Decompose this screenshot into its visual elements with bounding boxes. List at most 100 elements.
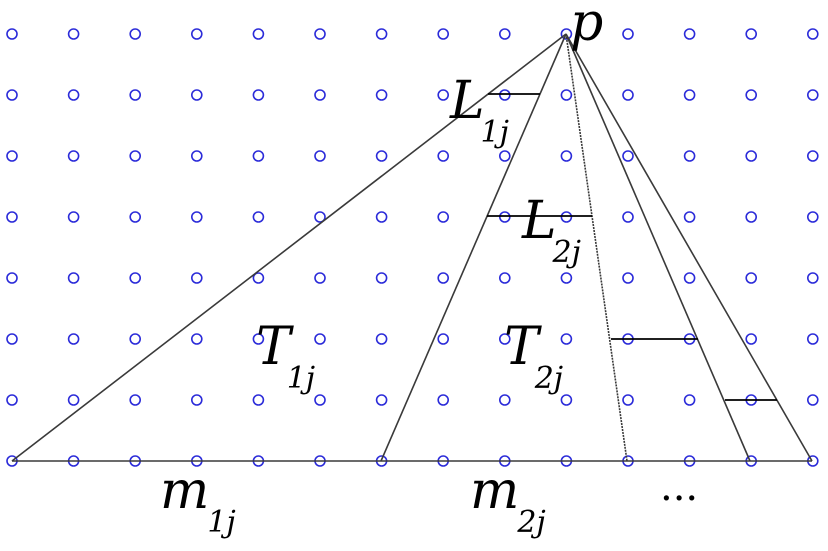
lattice-point — [806, 150, 819, 162]
lattice-point — [191, 150, 203, 162]
lattice-point — [622, 28, 634, 40]
lattice-point — [622, 89, 634, 101]
lattice-point — [6, 211, 18, 223]
lattice-point — [129, 150, 141, 162]
lattice-point — [437, 272, 450, 284]
lattice-point — [683, 211, 696, 223]
label-m2-main: m — [470, 461, 519, 521]
lattice-point — [252, 150, 265, 162]
lattice-point — [191, 211, 203, 223]
lattice-point — [560, 150, 573, 162]
lattice-point — [67, 394, 80, 406]
lattice-point — [806, 394, 819, 406]
lattice-point — [129, 211, 141, 223]
lattice-point — [314, 28, 326, 40]
lattice-point — [129, 272, 141, 284]
lattice-point — [498, 89, 511, 101]
apex-label-p: p — [570, 0, 603, 53]
lattice-point — [498, 211, 511, 223]
lattice-point — [745, 272, 758, 284]
lattice-point — [683, 150, 696, 162]
lattice-point — [498, 333, 511, 345]
edge-to-m1-end — [380, 33, 567, 462]
lattice-point — [6, 272, 18, 284]
lattice-point — [498, 28, 511, 40]
lattice-point — [191, 394, 203, 406]
lattice-point — [6, 150, 18, 162]
lattice-point — [745, 150, 758, 162]
lattice-point — [67, 28, 80, 40]
lattice-point — [806, 211, 819, 223]
lattice-point — [437, 333, 450, 345]
lattice-point — [806, 28, 819, 40]
lattice-point — [560, 28, 573, 40]
lattice-point — [191, 89, 203, 101]
label-T2-main: T — [504, 317, 542, 377]
lattice-point — [375, 150, 388, 162]
label-T1-main: T — [256, 317, 294, 377]
lattice-point — [129, 394, 141, 406]
edge-to-origin — [11, 33, 567, 462]
label-L1-sub: 1j — [481, 115, 509, 150]
lattice-point — [806, 333, 819, 345]
lattice-point — [683, 28, 696, 40]
lattice-point — [314, 211, 326, 223]
lattice-point — [314, 333, 326, 345]
lattice-point — [437, 28, 450, 40]
lattice-point — [67, 89, 80, 101]
lattice-point — [622, 394, 634, 406]
label-m1-main: m — [160, 461, 209, 521]
lattice-point — [560, 394, 573, 406]
lattice-point — [375, 333, 388, 345]
lattice-point — [314, 150, 326, 162]
lattice-point — [498, 150, 511, 162]
lattice-point — [437, 150, 450, 162]
lattice-point — [252, 394, 265, 406]
lattice-point — [498, 394, 511, 406]
lattice-point — [6, 89, 18, 101]
lattice-point — [560, 89, 573, 101]
lattice-point — [622, 150, 634, 162]
lattice-point — [129, 89, 141, 101]
lattice-point — [67, 272, 80, 284]
label-L1-main: L — [449, 71, 485, 131]
lattice-point — [560, 272, 573, 284]
lattice-point — [745, 211, 758, 223]
label-T2-sub: 2j — [534, 361, 563, 396]
lattice-point — [6, 333, 18, 345]
lattice-point — [437, 394, 450, 406]
lattice-point — [498, 272, 511, 284]
lattice-point — [314, 272, 326, 284]
lattice-point — [129, 333, 141, 345]
lattice-point — [683, 272, 696, 284]
lattice-point — [67, 211, 80, 223]
level-segments — [487, 93, 777, 401]
edge-to-last — [565, 33, 813, 462]
lattice-point — [375, 211, 388, 223]
lattice-point — [745, 89, 758, 101]
lattice-point — [314, 89, 326, 101]
lattice-point — [375, 272, 388, 284]
label-m2-sub: 2j — [516, 505, 545, 540]
triangle-edges — [11, 33, 813, 462]
lattice-point — [67, 333, 80, 345]
lattice-points — [6, 28, 819, 467]
lattice-point — [191, 272, 203, 284]
lattice-point — [252, 272, 265, 284]
edge-to-third — [565, 33, 751, 462]
lattice-point — [252, 89, 265, 101]
lattice-point — [375, 28, 388, 40]
lattice-point — [560, 211, 573, 223]
lattice-point — [806, 89, 819, 101]
lattice-point — [252, 28, 265, 40]
lattice-point — [129, 28, 141, 40]
lattice-point — [622, 211, 634, 223]
lattice-point — [375, 89, 388, 101]
